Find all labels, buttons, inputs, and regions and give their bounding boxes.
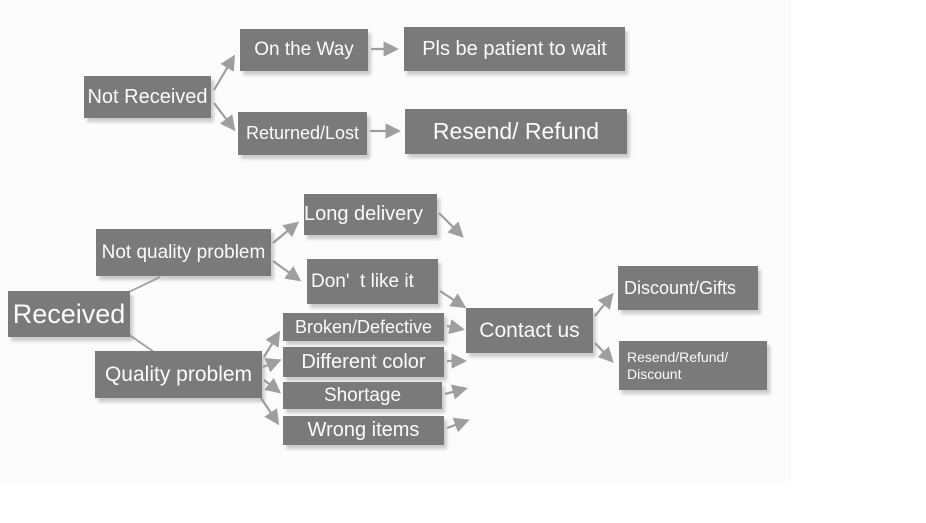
arrow-not-received-to-on-the-way bbox=[213, 54, 236, 91]
arrow-not-quality-to-long-delivery bbox=[272, 221, 300, 244]
flow-node-label: Long delivery bbox=[304, 203, 423, 225]
flow-node-label: Contact us bbox=[479, 318, 580, 342]
flow-node-label: On the Way bbox=[254, 39, 354, 60]
arrow-broken-to-contact-us bbox=[446, 319, 465, 335]
arrow-not-quality-to-dont-like bbox=[272, 260, 302, 282]
flow-node-label: Discount/Gifts bbox=[624, 277, 737, 298]
flow-node-label: Resend/ Refund bbox=[432, 118, 600, 144]
flow-node-wrong-items: Wrong items bbox=[283, 416, 444, 445]
flow-node-contact-us: Contact us bbox=[466, 308, 593, 353]
arrow-shortage-to-contact-us bbox=[444, 384, 468, 400]
arrow-dont-like-to-contact-us bbox=[439, 290, 467, 309]
flow-node-broken-defective: Broken/Defective bbox=[283, 313, 444, 341]
flow-node-label: Shortage bbox=[323, 384, 402, 406]
arrow-quality-to-different bbox=[262, 358, 282, 373]
arrow-wrong-items-to-contact-us bbox=[446, 417, 470, 433]
flow-node-label-line2: Discount bbox=[627, 365, 682, 382]
flow-node-different-color: Different color bbox=[283, 347, 444, 377]
flow-node-returned-lost: Returned/Lost bbox=[238, 112, 367, 155]
flow-node-pls-be-patient: Pls be patient to wait bbox=[404, 27, 625, 71]
flow-node-long-delivery: Long delivery bbox=[304, 194, 437, 235]
flow-node-label: Not Received bbox=[87, 85, 208, 108]
flow-node-label: Don' t like it bbox=[311, 270, 414, 292]
arrow-not-received-to-returned-lost bbox=[213, 102, 236, 132]
flow-node-dont-like-it: Don' t like it bbox=[307, 259, 438, 304]
flow-node-on-the-way: On the Way bbox=[240, 29, 368, 71]
flow-node-not-received: Not Received bbox=[84, 76, 211, 118]
flow-node-not-quality-problem: Not quality problem bbox=[96, 229, 271, 276]
flow-node-label: Quality problem bbox=[104, 362, 253, 386]
flow-node-label-line1: Resend/Refund/ bbox=[627, 348, 729, 365]
flow-node-resend-refund-discount: Resend/Refund/ Discount bbox=[619, 341, 767, 390]
arrow-long-delivery-to-contact-us bbox=[438, 212, 464, 238]
flow-node-label: Different color bbox=[301, 350, 426, 373]
arrow-quality-to-broken bbox=[263, 330, 281, 358]
flow-node-label: Returned/Lost bbox=[245, 123, 360, 143]
flow-node-label: Wrong items bbox=[307, 419, 420, 441]
flow-node-received: Received bbox=[8, 291, 130, 337]
flow-node-label: Received bbox=[12, 298, 126, 329]
flow-node-label: Not quality problem bbox=[101, 241, 266, 263]
arrow-quality-to-wrong-items bbox=[260, 397, 280, 426]
arrow-quality-to-shortage bbox=[263, 377, 282, 394]
flow-node-resend-refund: Resend/ Refund bbox=[405, 109, 627, 154]
flow-node-label: Broken/Defective bbox=[294, 316, 433, 337]
connector-received-to-not-quality-problem bbox=[126, 276, 161, 294]
arrow-contact-us-to-discount-gifts bbox=[594, 292, 614, 317]
flow-node-label: Pls be patient to wait bbox=[422, 37, 607, 60]
flow-node-shortage: Shortage bbox=[283, 382, 442, 409]
connector-received-to-quality-problem bbox=[127, 333, 155, 353]
flow-node-discount-gifts: Discount/Gifts bbox=[618, 266, 758, 310]
flow-node-quality-problem: Quality problem bbox=[95, 351, 262, 398]
arrow-contact-us-to-resend-discount bbox=[594, 342, 614, 363]
